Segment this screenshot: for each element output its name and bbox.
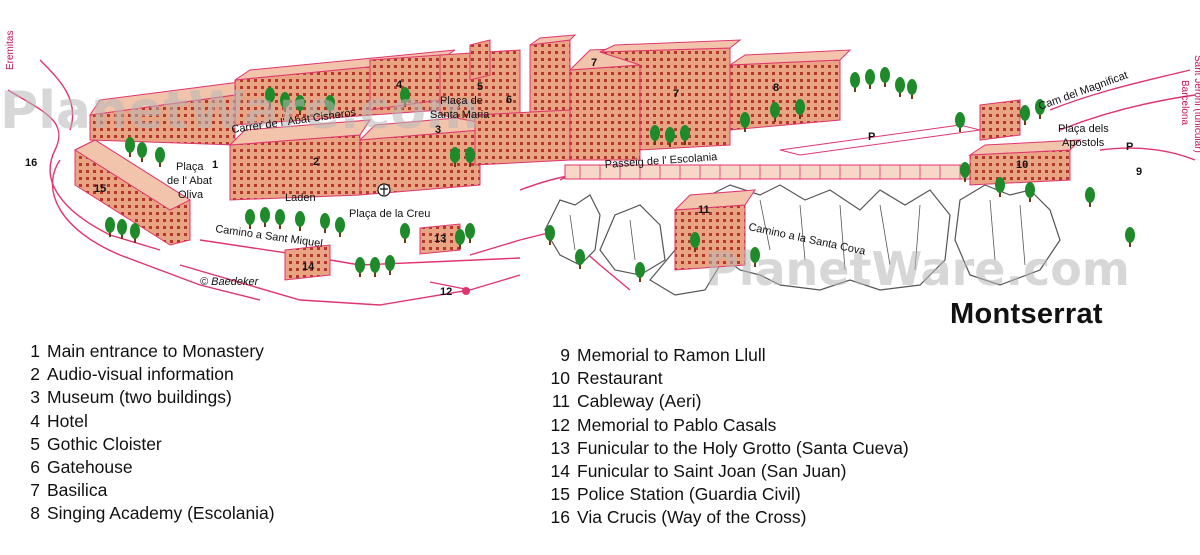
- legend-text: Audio-visual information: [47, 364, 234, 385]
- legend-item: 2 Audio-visual information: [22, 363, 275, 386]
- label-placa-apostols-2: Apostols: [1062, 137, 1105, 149]
- marker-13: 13: [434, 233, 446, 245]
- marker-5: 5: [477, 81, 483, 93]
- legend-number: 3: [30, 387, 40, 408]
- legend-number: 5: [30, 433, 40, 454]
- legend-text: Gatehouse: [47, 456, 133, 477]
- legend-item: 1 Main entrance to Monastery: [22, 340, 275, 363]
- watermark-top: PlanetWare.com: [0, 81, 480, 141]
- watermark-bottom: PlanetWare.com: [705, 242, 1130, 296]
- label-parking-2: P: [1126, 141, 1133, 153]
- label-barcelona: Barcelona: [1179, 80, 1190, 125]
- marker-3: 3: [435, 124, 441, 136]
- label-placa-apostols-1: Plaça dels: [1058, 123, 1109, 135]
- legend-item: 8 Singing Academy (Escolania): [22, 502, 275, 525]
- marker-12-dot: [462, 287, 470, 295]
- legend-number: 2: [30, 364, 40, 385]
- legend-text: Funicular to the Holy Grotto (Santa Cuev…: [577, 437, 909, 458]
- legend-text: Funicular to Saint Joan (San Juan): [577, 460, 847, 481]
- legend-number: 11: [551, 391, 570, 412]
- label-parking-1: P: [868, 131, 875, 143]
- legend-item: 11 Cableway (Aeri): [540, 390, 909, 413]
- marker-9: 9: [1136, 166, 1142, 178]
- legend-left: 1 Main entrance to Monastery 2 Audio-visual…: [22, 340, 275, 526]
- marker-16: 16: [25, 157, 37, 169]
- cross-icon: [380, 185, 388, 195]
- legend-text: Main entrance to Monastery: [47, 341, 264, 361]
- marker-1: 1: [212, 159, 218, 171]
- marker-10: 10: [1016, 159, 1028, 171]
- legend-text: Memorial to Ramon Llull: [577, 345, 766, 365]
- marker-15: 15: [94, 183, 106, 195]
- legend-item: 6 Gatehouse: [22, 456, 275, 479]
- legend-number: 12: [550, 414, 570, 435]
- label-placa-santa-maria-2: Santa Maria: [430, 109, 490, 121]
- legend-item: 3 Museum (two buildings): [22, 386, 275, 409]
- marker-11: 11: [698, 204, 710, 216]
- legend-number: 8: [30, 503, 40, 524]
- label-cami-magnificat: Cam del Magnificat: [1037, 69, 1130, 112]
- legend-item: 4 Hotel: [22, 410, 275, 433]
- legend-text: Via Crucis (Way of the Cross): [577, 507, 807, 528]
- legend-item: 7 Basilica: [22, 479, 275, 502]
- legend-right: 9 Memorial to Ramon Llull 10 Restaurant 11 Ca…: [540, 344, 909, 530]
- legend-item: 16 Via Crucis (Way of the Cross): [540, 506, 909, 529]
- legend-text: Basilica: [47, 480, 108, 501]
- legend-item: 5 Gothic Cloister: [22, 433, 275, 456]
- legend-item: 12 Memorial to Pablo Casals: [540, 414, 909, 437]
- marker-4: 4: [396, 79, 403, 91]
- legend-number: 7: [30, 480, 40, 501]
- legend-number: 14: [550, 460, 570, 481]
- buildings: [73, 34, 1082, 281]
- legend-item: 13 Funicular to the Holy Grotto (Santa Cu…: [540, 437, 909, 460]
- label-laden: Laden: [285, 192, 316, 204]
- marker-12: 12: [440, 286, 452, 298]
- legend-number: 15: [550, 484, 570, 505]
- marker-6: 6: [506, 94, 512, 106]
- marker-7b: 7: [673, 88, 679, 100]
- legend-number: 10: [550, 368, 570, 389]
- marker-14: 14: [302, 261, 315, 273]
- legend-text: Restaurant: [577, 368, 663, 389]
- marker-2: 2: [313, 156, 319, 168]
- legend-text: Hotel: [47, 410, 88, 431]
- legend-text: Memorial to Pablo Casals: [577, 414, 777, 435]
- label-sant-jeroni: Sant Jeroni (funicular): [1192, 55, 1200, 153]
- legend-number: 9: [560, 345, 570, 365]
- legend-number: 13: [550, 437, 570, 458]
- label-placa-creu: Plaça de la Creu: [349, 208, 430, 220]
- legend-number: 6: [30, 456, 40, 477]
- legend-text: Gothic Cloister: [47, 433, 162, 454]
- viaduct: [564, 124, 981, 180]
- marker-8: 8: [773, 82, 779, 94]
- map-markers: 1 2 3 4 5 6 7 7 8 9 10 11 12 13 14 15 16: [25, 57, 1142, 298]
- label-camino-sant-miquel: Camino a Sant Miquel: [215, 223, 324, 250]
- marker-7a: 7: [591, 57, 597, 69]
- label-placa-abat-oliva-2: de l' Abat: [167, 175, 212, 187]
- legend-item: 14 Funicular to Saint Joan (San Juan): [540, 460, 909, 483]
- legend-item: 9 Memorial to Ramon Llull: [540, 344, 909, 367]
- legend-item: 10 Restaurant: [540, 367, 909, 390]
- legend-text: Museum (two buildings): [47, 387, 232, 408]
- legend-number: 1: [30, 341, 40, 361]
- label-placa-abat-oliva-1: Plaça: [176, 161, 204, 173]
- legend-number: 4: [30, 410, 40, 431]
- legend-text: Singing Academy (Escolania): [47, 503, 275, 524]
- label-eremitas: Eremitas: [5, 31, 16, 70]
- map-title: Montserrat: [950, 298, 1103, 330]
- label-placa-santa-maria-1: Plaça de: [440, 95, 483, 107]
- monastery-map: PlanetWare.com PlanetWare.com Eremitas B…: [0, 31, 1200, 306]
- legend-number: 16: [550, 507, 570, 528]
- legend-text: Police Station (Guardia Civil): [577, 484, 801, 505]
- legend-text: Cableway (Aeri): [577, 391, 702, 412]
- label-placa-abat-oliva-3: Oliva: [178, 189, 204, 201]
- legend-item: 15 Police Station (Guardia Civil): [540, 483, 909, 506]
- credit-baedeker: © Baedeker: [200, 276, 260, 288]
